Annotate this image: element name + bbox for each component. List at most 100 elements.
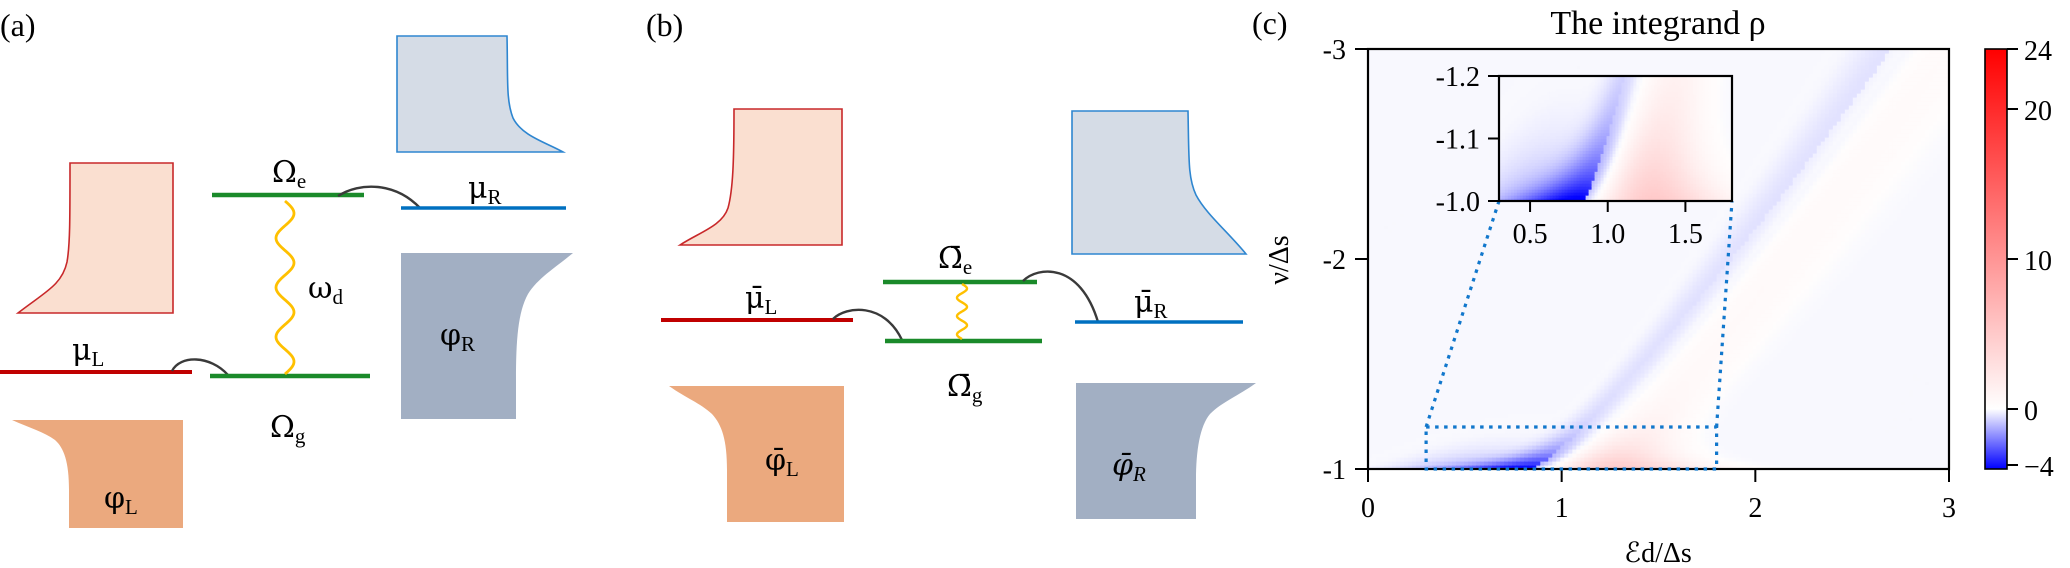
heatmap-cell (1456, 149, 1461, 154)
heatmap-cell (1468, 305, 1473, 310)
heatmap-cell (1552, 309, 1557, 314)
heatmap-cell (1512, 457, 1517, 462)
heatmap-cell (1488, 261, 1493, 266)
heatmap-cell (1416, 121, 1421, 126)
heatmap-cell (1460, 457, 1465, 462)
heatmap-cell (1412, 97, 1417, 102)
heatmap-cell (1468, 77, 1473, 82)
heatmap-cell (1512, 305, 1517, 310)
heatmap-cell (1540, 425, 1545, 430)
heatmap-cell (1388, 425, 1393, 430)
heatmap-cell (1500, 317, 1505, 322)
heatmap-cell (1428, 449, 1433, 454)
heatmap-cell (1384, 401, 1389, 406)
heatmap-cell (1540, 229, 1545, 234)
heatmap-cell (1548, 237, 1553, 242)
heatmap-cell (1476, 465, 1481, 469)
heatmap-cell (1476, 193, 1481, 198)
heatmap-cell (1468, 233, 1473, 238)
heatmap-cell (1368, 177, 1373, 182)
heatmap-cell (1472, 465, 1477, 469)
heatmap-cell (1432, 341, 1437, 346)
heatmap-cell (1436, 77, 1441, 82)
heatmap-cell (1424, 181, 1429, 186)
heatmap-cell (1456, 333, 1461, 338)
heatmap-cell (1468, 449, 1473, 454)
heatmap-cell (1540, 345, 1545, 350)
heatmap-cell (1368, 369, 1373, 374)
heatmap-cell (1436, 217, 1441, 222)
heatmap-cell (1452, 53, 1457, 58)
heatmap-cell (1428, 165, 1433, 170)
heatmap-cell (1408, 293, 1413, 298)
heatmap-cell (1508, 389, 1513, 394)
heatmap-cell (1376, 153, 1381, 158)
heatmap-cell (1384, 73, 1389, 78)
heatmap-cell (1408, 221, 1413, 226)
heatmap-cell (1532, 329, 1537, 334)
heatmap-cell (1504, 349, 1509, 354)
heatmap-cell (1472, 101, 1477, 106)
heatmap-cell (1488, 173, 1493, 178)
heatmap-cell (1552, 381, 1557, 386)
heatmap-cell (1484, 265, 1489, 270)
heatmap-cell (1520, 409, 1525, 414)
heatmap-cell (1392, 325, 1397, 330)
heatmap-cell (1408, 77, 1413, 82)
heatmap-cell (1480, 309, 1485, 314)
heatmap-cell (1460, 117, 1465, 122)
heatmap-cell (1540, 329, 1545, 334)
heatmap-cell (1464, 301, 1469, 306)
heatmap-cell (1480, 125, 1485, 130)
heatmap-cell (1440, 93, 1445, 98)
heatmap-cell (1480, 445, 1485, 450)
heatmap-cell (1400, 185, 1405, 190)
heatmap-cell (1428, 361, 1433, 366)
heatmap-cell (1456, 281, 1461, 286)
heatmap-cell (1404, 169, 1409, 174)
heatmap-cell (1452, 345, 1457, 350)
heatmap-cell (1380, 329, 1385, 334)
heatmap-cell (1440, 341, 1445, 346)
heatmap-cell (1420, 177, 1425, 182)
heatmap-cell (1420, 249, 1425, 254)
heatmap-cell (1464, 221, 1469, 226)
heatmap-cell (1536, 217, 1541, 222)
heatmap-cell (1380, 437, 1385, 442)
heatmap-cell (1448, 293, 1453, 298)
heatmap-cell (1408, 377, 1413, 382)
heatmap-cell (1396, 225, 1401, 230)
heatmap-cell (1516, 65, 1521, 70)
heatmap-cell (1392, 441, 1397, 446)
heatmap-cell (1492, 353, 1497, 358)
heatmap-cell (1452, 233, 1457, 238)
heatmap-cell (1528, 369, 1533, 374)
heatmap-cell (1448, 453, 1453, 458)
heatmap-cell (1516, 329, 1521, 334)
heatmap-cell (1412, 145, 1417, 150)
heatmap-cell (1472, 49, 1477, 54)
heatmap-cell (1520, 281, 1525, 286)
heatmap-cell (1504, 313, 1509, 318)
heatmap-cell (1448, 57, 1453, 62)
heatmap-cell (1368, 393, 1373, 398)
heatmap-cell (1384, 245, 1389, 250)
heatmap-cell (1492, 421, 1497, 426)
heatmap-cell (1524, 409, 1529, 414)
heatmap-cell (1424, 93, 1429, 98)
heatmap-cell (1512, 361, 1517, 366)
heatmap-cell (1520, 273, 1525, 278)
heatmap-cell (1528, 225, 1533, 230)
heatmap-cell (1392, 337, 1397, 342)
heatmap-cell (1392, 377, 1397, 382)
heatmap-cell (1376, 221, 1381, 226)
heatmap-cell (1388, 161, 1393, 166)
heatmap-cell (1460, 105, 1465, 110)
heatmap-cell (1380, 257, 1385, 262)
heatmap-cell (1512, 325, 1517, 330)
heatmap-cell (1552, 213, 1557, 218)
heatmap-cell (1420, 69, 1425, 74)
heatmap-cell (1524, 233, 1529, 238)
heatmap-cell (1480, 393, 1485, 398)
heatmap-cell (1452, 93, 1457, 98)
